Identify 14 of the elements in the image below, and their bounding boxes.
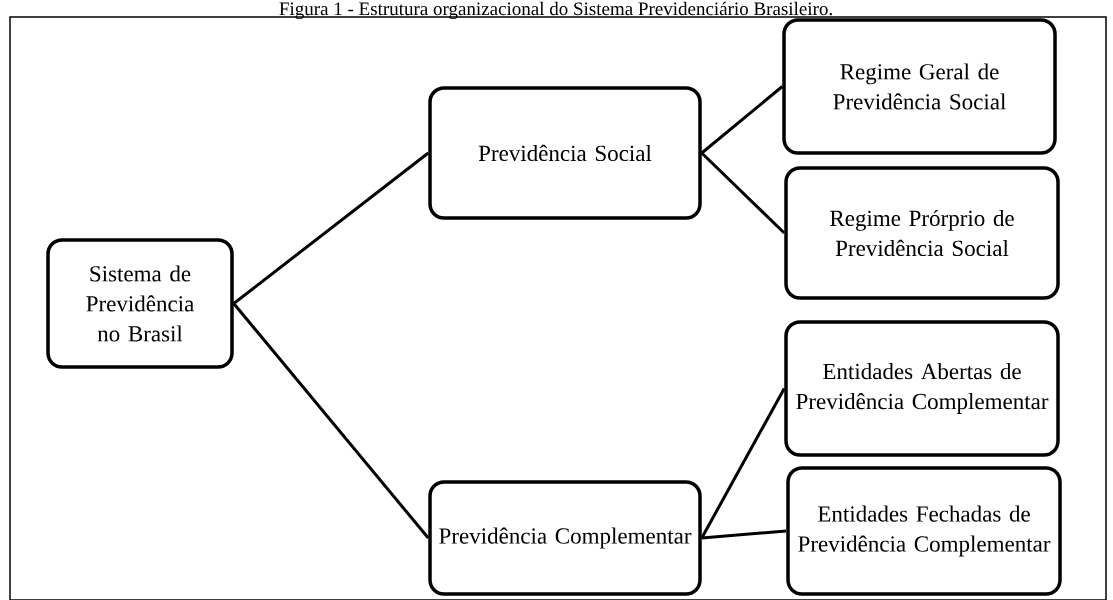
connector-line bbox=[700, 387, 786, 539]
process-box: Previdência Complementar bbox=[428, 480, 702, 596]
process-box: Regime Prórprio de Previdência Social bbox=[784, 166, 1060, 300]
connector-line bbox=[232, 302, 430, 539]
connector-line bbox=[700, 85, 784, 155]
connector-line bbox=[232, 151, 430, 305]
process-box: Entidades Abertas de Previdência Complementar bbox=[784, 320, 1060, 457]
process-box: Entidades Fechadas de Previdência Complementar bbox=[786, 466, 1062, 596]
connector-line bbox=[700, 151, 786, 235]
process-box: Previdência Social bbox=[428, 86, 702, 220]
connector-line bbox=[701, 529, 787, 540]
process-box: Regime Geral de Previdência Social bbox=[782, 18, 1057, 155]
process-box: Sistema de Previdência no Brasil bbox=[46, 238, 234, 369]
title: Figura 1 - Estrutura organizacional do Sistema Previdenciário Brasileiro. bbox=[279, 1, 832, 20]
